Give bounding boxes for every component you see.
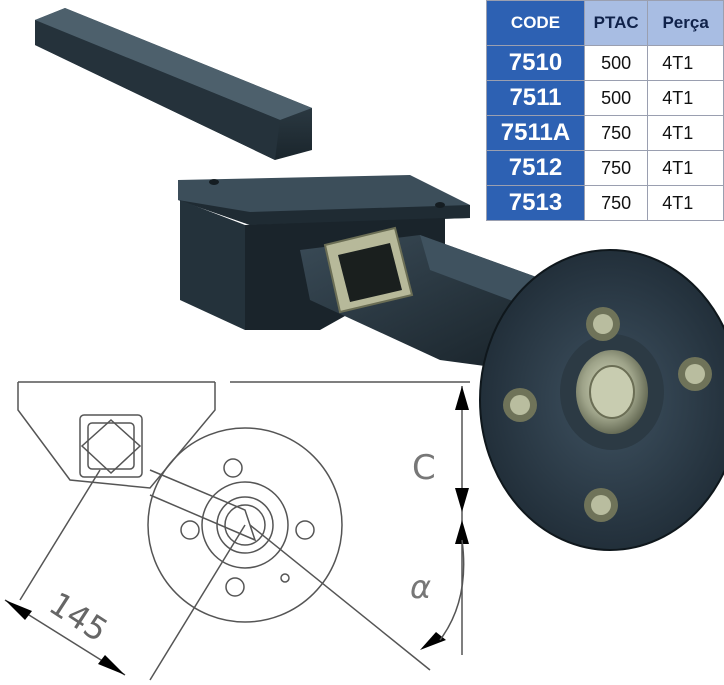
wheel-hub (479, 249, 724, 551)
ptac-cell: 500 (583, 80, 649, 116)
table-row: 7511 500 4T1 (486, 80, 724, 116)
spec-table: CODE PTAC Perça 7510 500 4T1 7511 500 4T… (486, 0, 724, 221)
perc-cell: 4T1 (647, 45, 724, 81)
technical-drawing (4, 381, 470, 681)
perc-cell: 4T1 (647, 115, 724, 151)
table-header-row: CODE PTAC Perça (486, 0, 724, 46)
table-row: 7513 750 4T1 (486, 185, 724, 221)
square-tube-end (323, 226, 414, 314)
lug-nut-bottom (584, 488, 618, 522)
lug-nut-left (503, 388, 537, 422)
code-cell: 7512 (486, 150, 585, 186)
mounting-bracket (178, 175, 470, 330)
table-row: 7510 500 4T1 (486, 45, 724, 81)
header-code: CODE (486, 0, 585, 46)
table-row: 7512 750 4T1 (486, 150, 724, 186)
code-cell: 7511 (486, 80, 585, 116)
axle-beam (35, 8, 312, 160)
lug-nuts (503, 307, 712, 522)
perc-cell: 4T1 (647, 80, 724, 116)
header-perc: Perça (647, 0, 724, 46)
perc-cell: 4T1 (647, 185, 724, 221)
dimension-c-label: C (412, 448, 436, 488)
ptac-cell: 750 (583, 185, 649, 221)
ptac-cell: 750 (583, 150, 649, 186)
lug-nut-top (586, 307, 620, 341)
header-ptac: PTAC (583, 0, 649, 46)
code-cell: 7510 (486, 45, 585, 81)
code-cell: 7513 (486, 185, 585, 221)
lug-nut-right (678, 357, 712, 391)
table-row: 7511A 750 4T1 (486, 115, 724, 151)
ptac-cell: 500 (583, 45, 649, 81)
ptac-cell: 750 (583, 115, 649, 151)
code-cell: 7511A (486, 115, 585, 151)
dimension-alpha-label: α (410, 568, 432, 606)
perc-cell: 4T1 (647, 150, 724, 186)
